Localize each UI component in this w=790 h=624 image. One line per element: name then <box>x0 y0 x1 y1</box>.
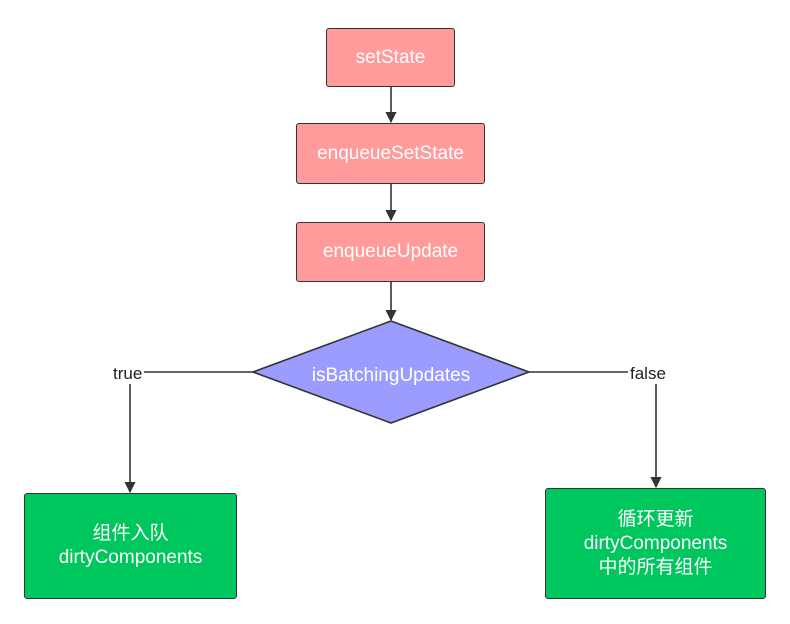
right-result-line-2: dirtyComponents <box>583 532 728 554</box>
false-edge-label: false <box>628 364 668 384</box>
enqueueupdate-label: enqueueUpdate <box>322 241 459 262</box>
left-result-line-2: dirtyComponents <box>58 547 203 568</box>
decision-label: isBatchingUpdates <box>311 365 471 386</box>
enqueuesetstate-node: enqueueSetState <box>296 123 485 184</box>
edge-false-branch <box>529 371 662 489</box>
setstate-label: setState <box>355 46 426 68</box>
enqueueupdate-node: enqueueUpdate <box>296 222 485 282</box>
right-result-line-1: 循环更新 <box>617 508 694 530</box>
update-dirty-components-node: 循环更新 dirtyComponents 中的所有组件 <box>545 488 766 599</box>
setstate-node: setState <box>326 28 455 87</box>
decision-diamond <box>250 320 532 424</box>
true-edge-label: true <box>111 364 145 384</box>
enqueue-dirty-components-node: 组件入队 dirtyComponents <box>24 493 237 599</box>
edge-true-branch <box>124 371 253 494</box>
enqueuesetstate-label: enqueueSetState <box>317 142 464 164</box>
right-result-line-3: 中的所有组件 <box>598 556 713 578</box>
left-result-line-1: 组件入队 <box>92 523 169 544</box>
